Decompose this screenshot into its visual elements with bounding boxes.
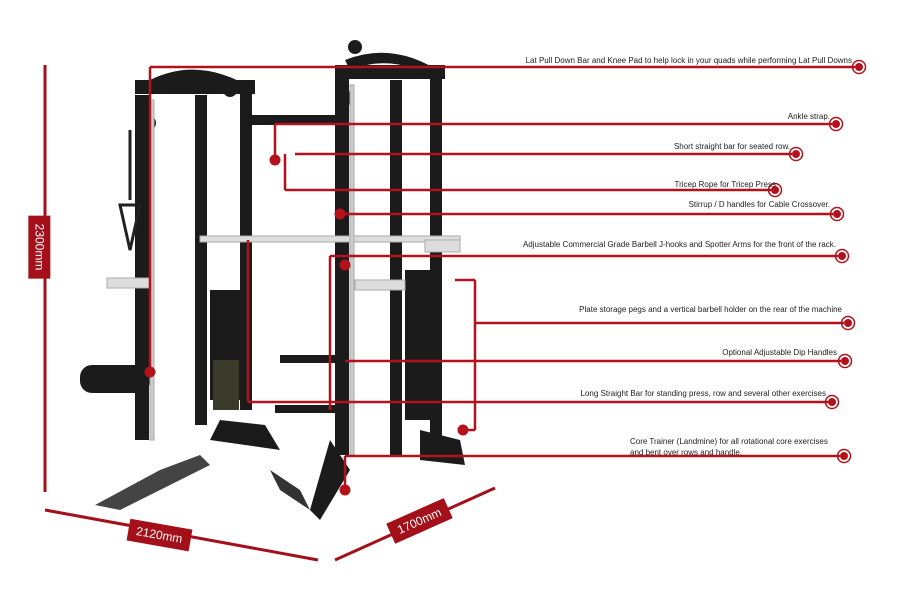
tricep-handle xyxy=(118,130,142,251)
callout-label-8: Optional Adjustable Dip Handles xyxy=(722,348,837,357)
callout-dot-5 xyxy=(829,206,845,222)
callout-label-3: Short straight bar for seated row. xyxy=(673,142,790,151)
callout-label-7: Plate storage pegs and a vertical barbel… xyxy=(579,305,842,314)
callout-dot-9 xyxy=(824,394,840,410)
callout-label-2: Ankle strap. xyxy=(787,112,830,121)
callout-markers xyxy=(144,59,867,496)
callout-dot-4 xyxy=(767,182,783,198)
callout-label-6: Adjustable Commercial Grade Barbell J-ho… xyxy=(522,240,836,249)
callout-label-10-line1: Core Trainer (Landmine) for all rotation… xyxy=(630,437,828,446)
callout-label-9: Long Straight Bar for standing press, ro… xyxy=(580,389,826,398)
callout-dot-10 xyxy=(836,448,852,464)
callout-dot-6 xyxy=(834,248,850,264)
height-dimension-label: 2300mm xyxy=(28,215,51,279)
callout-dot-8 xyxy=(837,353,853,369)
callout-lines xyxy=(148,65,855,490)
callout-label-10: Core Trainer (Landmine) for all rotation… xyxy=(630,436,828,458)
callout-dot-2 xyxy=(828,116,844,132)
callout-dot-1 xyxy=(851,59,867,75)
callout-label-5: Stirrup / D handles for Cable Crossover. xyxy=(688,200,830,209)
callout-dot-7 xyxy=(840,315,856,331)
callout-dot-3 xyxy=(788,146,804,162)
callout-label-1: Lat Pull Down Bar and Knee Pad to help l… xyxy=(525,56,852,65)
callout-label-10-line2: and bent over rows and handle. xyxy=(630,448,743,457)
callout-label-4: Tricep Rope for Tricep Press xyxy=(674,180,776,189)
